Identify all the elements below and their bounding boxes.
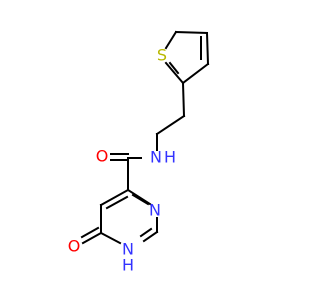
bond-c4-c3 <box>205 31 210 66</box>
atom-o-ring-label: O <box>68 237 81 256</box>
bond-c2-ch2a <box>181 81 186 118</box>
bond-c2-n1-double <box>139 227 153 238</box>
atom-h-ring1-label: H <box>122 256 134 275</box>
amide-group <box>110 153 142 191</box>
molecule-structure: S N H O N N H O <box>68 30 210 275</box>
atom-n-ring1-label: N <box>122 240 134 259</box>
bond-c2-c5-double <box>168 61 180 75</box>
ethyl-linker <box>155 81 186 151</box>
bond-c4-n3 <box>126 188 152 206</box>
bond-c3-c2 <box>181 62 210 85</box>
atom-n-ring3-label: N <box>149 201 161 220</box>
bond-c5-c4-double <box>105 195 129 210</box>
bond-c2-n1 <box>142 230 159 243</box>
atom-s-label: S <box>157 46 167 65</box>
bond-c5-c4 <box>174 30 209 35</box>
atom-h-amide-label: H <box>164 148 176 167</box>
bond-c5-c4 <box>99 188 130 207</box>
bond-c6-o-double <box>80 226 100 239</box>
bond-n1-c6 <box>99 231 122 245</box>
atom-o-carbonyl-label: O <box>96 147 109 166</box>
bond-c6-o <box>81 231 103 245</box>
bond-ch2a-ch2b <box>155 114 186 136</box>
pyrimidinone-ring <box>80 188 159 245</box>
bond-s-c5 <box>164 30 178 50</box>
bond-s-c2 <box>164 61 185 85</box>
thiophene-ring <box>164 30 210 85</box>
atom-n-amide-label: N <box>150 148 162 167</box>
bond-c4-n3-double <box>131 193 150 206</box>
